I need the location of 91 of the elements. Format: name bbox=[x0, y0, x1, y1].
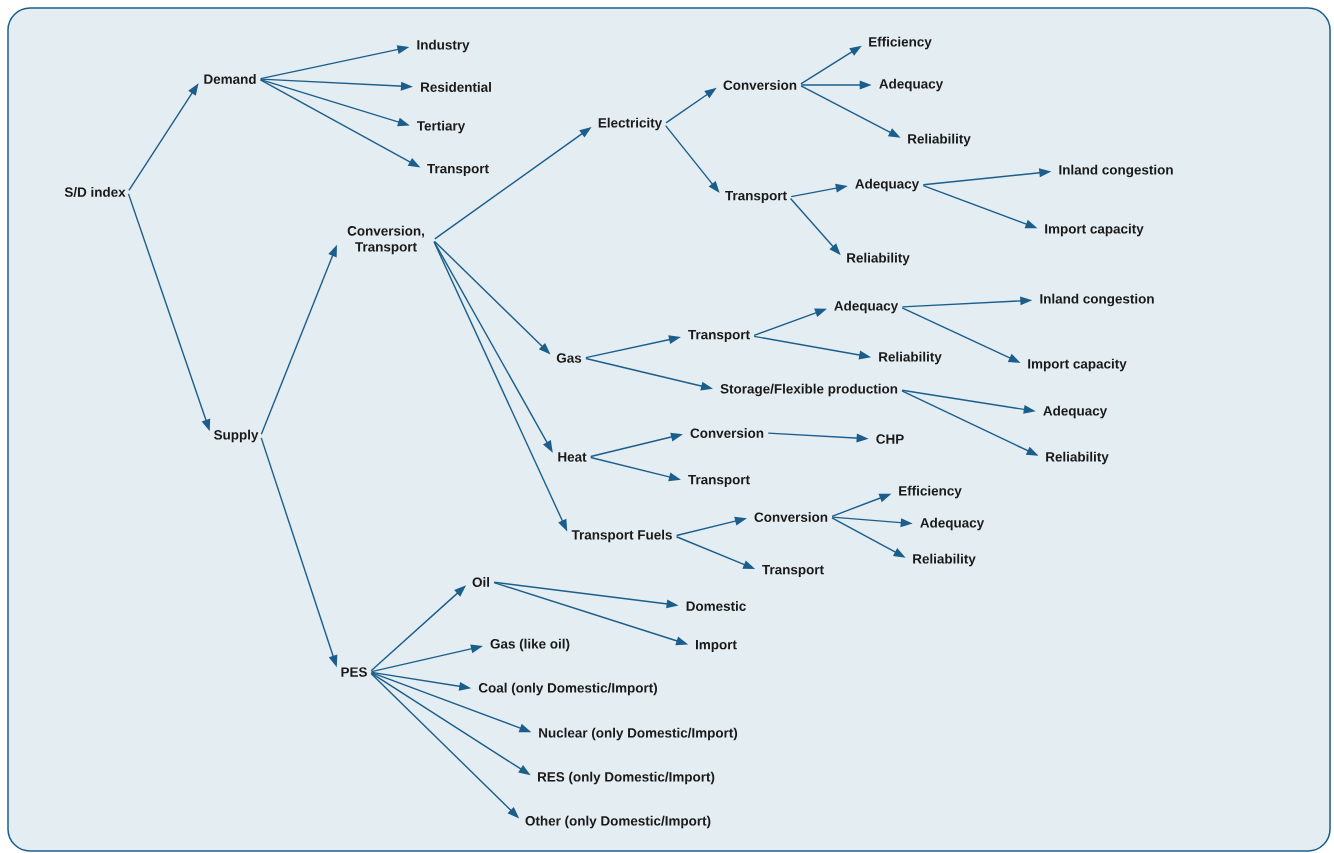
arrow bbox=[901, 296, 1033, 308]
node-label: Oil bbox=[472, 577, 489, 587]
arrow bbox=[493, 581, 689, 646]
arrow bbox=[370, 672, 532, 733]
arrow bbox=[370, 585, 467, 672]
arrow bbox=[901, 307, 1021, 363]
node-label: Coal (only Domestic/Import) bbox=[478, 682, 657, 696]
node-label: Tertiary bbox=[417, 120, 466, 134]
arrow bbox=[922, 185, 1038, 229]
arrow bbox=[800, 85, 901, 138]
node-label: Adequacy bbox=[834, 300, 899, 314]
arrow bbox=[789, 197, 841, 256]
node-label: Reliability bbox=[1046, 451, 1109, 465]
arrow bbox=[831, 517, 906, 558]
arrow bbox=[665, 87, 717, 124]
arrow bbox=[433, 241, 568, 532]
node-label: Reliability bbox=[847, 252, 910, 266]
arrow bbox=[370, 672, 520, 819]
node-label: Heat bbox=[558, 452, 587, 462]
node-label: PES bbox=[341, 667, 367, 677]
node-label: Transport bbox=[688, 475, 750, 488]
arrow bbox=[590, 456, 681, 482]
node-label: Import capacity bbox=[1028, 358, 1127, 372]
arrow bbox=[585, 335, 681, 359]
node-label: Transport bbox=[725, 191, 787, 204]
arrow bbox=[493, 581, 679, 609]
node-label: Adequacy bbox=[920, 517, 985, 531]
arrow bbox=[831, 493, 892, 517]
arrow bbox=[675, 516, 747, 537]
arrow bbox=[260, 244, 337, 435]
arrow bbox=[370, 672, 531, 776]
arrow bbox=[433, 240, 551, 355]
node-label: Conversion bbox=[723, 80, 797, 90]
node-label: Gas (like oil) bbox=[490, 638, 570, 652]
arrow bbox=[260, 437, 338, 668]
arrow bbox=[590, 432, 683, 458]
node-label: Conversion bbox=[754, 512, 828, 522]
arrow bbox=[127, 193, 211, 432]
node-label: S/D index bbox=[64, 187, 126, 197]
arrow bbox=[675, 536, 756, 570]
arrow bbox=[901, 390, 1039, 456]
arrow bbox=[259, 79, 421, 168]
arrow bbox=[831, 516, 913, 528]
node-label: Adequacy bbox=[1043, 405, 1108, 419]
arrow bbox=[790, 183, 848, 198]
arrow bbox=[753, 308, 827, 336]
arrow bbox=[800, 80, 872, 90]
node-label: Reliability bbox=[908, 133, 971, 147]
node-label: Inland congestion bbox=[1040, 293, 1154, 307]
node-label: Electricity bbox=[598, 117, 663, 131]
arrow bbox=[585, 357, 713, 391]
node-label: Industry bbox=[417, 39, 470, 53]
node-label: Import capacity bbox=[1045, 223, 1144, 237]
arrow bbox=[901, 389, 1036, 414]
arrow bbox=[128, 83, 199, 192]
node-label: Gas bbox=[556, 353, 582, 363]
arrow bbox=[664, 124, 720, 194]
node-label: Inland congestion bbox=[1059, 164, 1173, 178]
node-label: Adequacy bbox=[855, 178, 920, 192]
arrow bbox=[922, 168, 1052, 186]
node-label: Transport bbox=[427, 164, 489, 177]
arrow bbox=[434, 126, 592, 240]
node-label: Demand bbox=[204, 74, 256, 84]
node-label: Conversion bbox=[690, 428, 764, 438]
node-label: Transport bbox=[762, 565, 824, 578]
arrow bbox=[753, 335, 872, 360]
arrow bbox=[433, 241, 553, 453]
node-label: Nuclear (only Domestic/Import) bbox=[539, 727, 738, 741]
node-label: Reliability bbox=[913, 553, 976, 567]
arrow bbox=[260, 45, 410, 80]
node-label: CHP bbox=[876, 434, 904, 444]
arrow bbox=[800, 45, 862, 85]
arrow bbox=[767, 432, 869, 443]
arrow bbox=[260, 78, 413, 91]
node-label: Conversion, Transport bbox=[347, 225, 424, 255]
node-label: Reliability bbox=[879, 351, 942, 365]
node-label: Supply bbox=[214, 429, 259, 443]
node-label: Domestic bbox=[686, 601, 746, 611]
node-label: Other (only Domestic/Import) bbox=[525, 815, 711, 829]
node-label: Transport bbox=[688, 330, 750, 343]
arrow bbox=[370, 644, 483, 673]
node-label: Efficiency bbox=[869, 36, 932, 50]
node-label: Residential bbox=[421, 82, 491, 92]
node-label: Transport Fuels bbox=[571, 529, 672, 543]
arrow bbox=[370, 671, 472, 691]
arrow bbox=[259, 78, 410, 127]
node-label: RES (only Domestic/Import) bbox=[538, 771, 715, 785]
node-label: Import bbox=[696, 640, 737, 653]
node-label: Storage/Flexible production bbox=[720, 383, 898, 397]
node-label: Adequacy bbox=[879, 78, 944, 92]
node-label: Efficiency bbox=[899, 485, 962, 499]
